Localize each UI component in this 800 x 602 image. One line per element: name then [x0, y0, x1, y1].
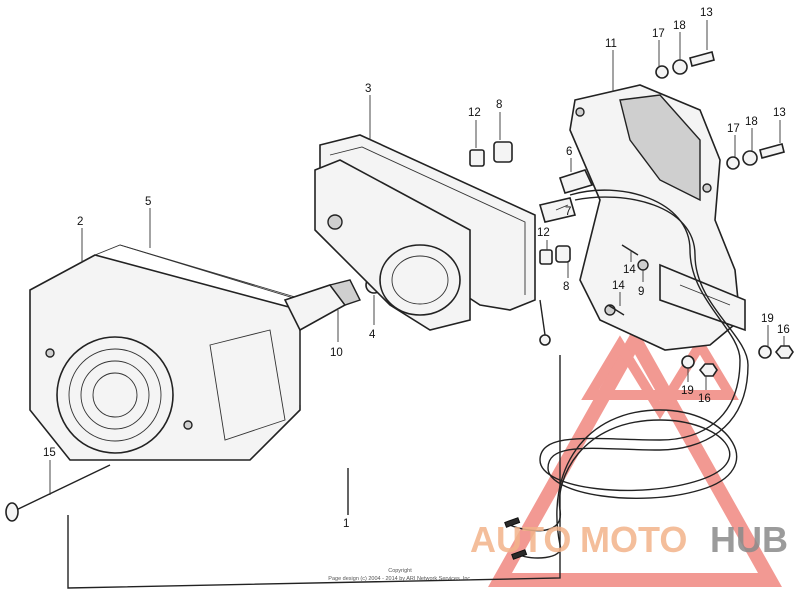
callout-19a: 19: [761, 313, 774, 325]
callout-16b: 16: [698, 393, 711, 405]
copyright-line1: Copyright: [388, 568, 412, 574]
watermark-logo: [488, 325, 782, 587]
callout-16a: 16: [777, 324, 790, 336]
callout-14b: 14: [612, 280, 625, 292]
watermark-moto: MOTO: [580, 519, 687, 560]
callout-4: 4: [369, 329, 376, 341]
callout-12b: 12: [537, 227, 550, 239]
callout-18a: 18: [673, 20, 686, 32]
callout-8a: 8: [496, 99, 502, 111]
bulb-socket: [283, 279, 361, 332]
hardware-parts: [469, 51, 794, 377]
callout-14a: 14: [623, 264, 636, 276]
callout-6: 6: [566, 146, 572, 158]
callout-15: 15: [43, 447, 56, 459]
callout-13a: 13: [700, 7, 713, 19]
callout-17b: 17: [727, 123, 740, 135]
watermark-hub: HUB: [710, 519, 788, 560]
callout-5: 5: [145, 196, 151, 208]
callout-13b: 13: [773, 107, 786, 119]
callout-8b: 8: [563, 281, 569, 293]
callout-7: 7: [565, 206, 571, 218]
callout-1: 1: [343, 518, 349, 530]
copyright-notice: Copyright Page design (c) 2004 - 2014 by…: [328, 568, 472, 582]
callout-labels: 1 2 3 4 5 6 7 8 8 9 10 11 12 12 13 13 14…: [43, 7, 790, 530]
copyright-line2: Page design (c) 2004 - 2014 by ARI Netwo…: [328, 576, 472, 582]
base-plate: [314, 134, 551, 346]
assembly-bracket: [67, 355, 561, 589]
callout-18b: 18: [745, 116, 758, 128]
rear-bracket: [569, 84, 746, 351]
watermark-auto: AUTO: [470, 519, 571, 560]
callout-leaders: [49, 20, 785, 495]
callout-17a: 17: [652, 28, 665, 40]
callout-11: 11: [605, 38, 617, 50]
callout-9: 9: [638, 286, 644, 298]
callout-12a: 12: [468, 107, 481, 119]
callout-10: 10: [330, 347, 343, 359]
lens-housing: [29, 244, 306, 461]
watermark-wordmark: AUTO MOTO HUB: [470, 519, 788, 560]
long-screw: [5, 464, 111, 522]
callout-3: 3: [365, 83, 371, 95]
wiring-harness: [504, 189, 749, 560]
callout-19b: 19: [681, 385, 694, 397]
callout-2: 2: [77, 216, 83, 228]
